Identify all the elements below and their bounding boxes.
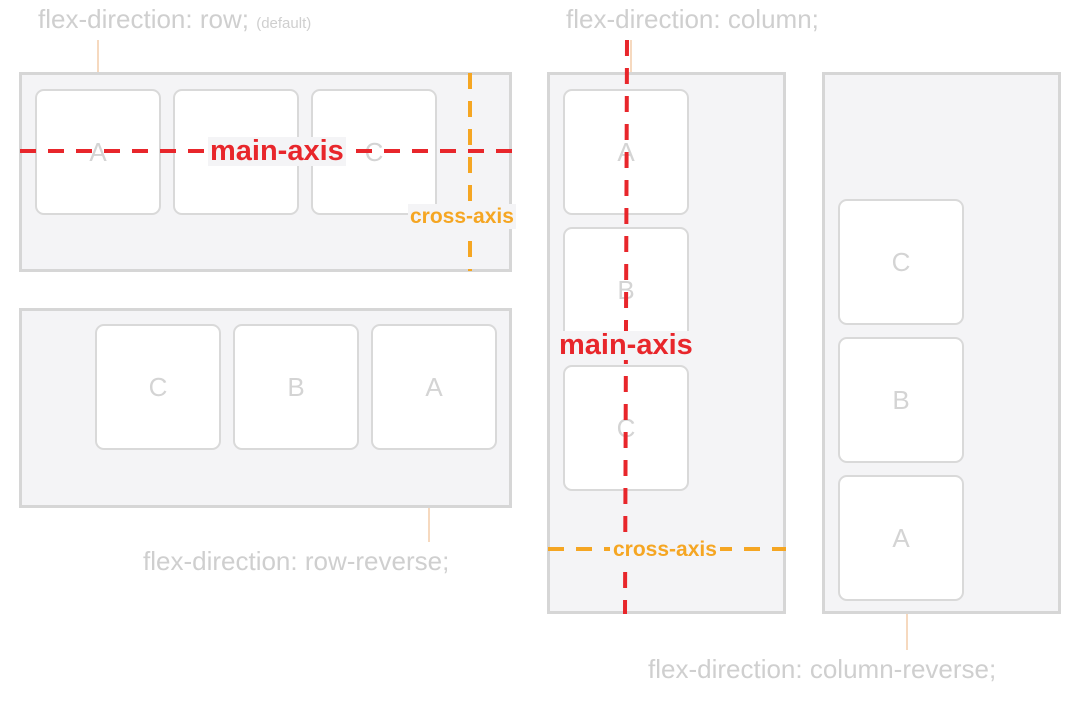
column-reverse-item-b: B (838, 337, 964, 463)
row-cross-axis-label: cross-axis (408, 204, 516, 229)
column-cross-axis-label: cross-axis (610, 539, 720, 560)
row-reverse-label: flex-direction: row-reverse; (143, 546, 450, 576)
row-reverse-item-b: B (233, 324, 359, 450)
row-label-text: flex-direction: row; (38, 4, 249, 34)
row-reverse-item-c: C (95, 324, 221, 450)
column-reverse-item-c: C (838, 199, 964, 325)
row-item-c: C (311, 89, 437, 215)
column-reverse-item-a: A (838, 475, 964, 601)
column-reverse-label-tick (906, 614, 908, 650)
row-label-tick (97, 40, 99, 74)
column-main-axis-line (623, 39, 629, 615)
row-reverse-label-tick (428, 506, 430, 542)
column-label: flex-direction: column; (566, 4, 819, 34)
column-reverse-label: flex-direction: column-reverse; (648, 654, 997, 684)
row-main-axis-label: main-axis (208, 135, 346, 167)
row-reverse-container: C B A (19, 308, 512, 508)
column-label-tick (630, 40, 632, 74)
row-default-note: (default) (256, 15, 312, 32)
row-label: flex-direction: row; (default) (38, 6, 311, 32)
column-reverse-container: C B A (822, 72, 1061, 614)
row-reverse-item-a: A (371, 324, 497, 450)
column-main-axis-label: main-axis (557, 329, 695, 361)
